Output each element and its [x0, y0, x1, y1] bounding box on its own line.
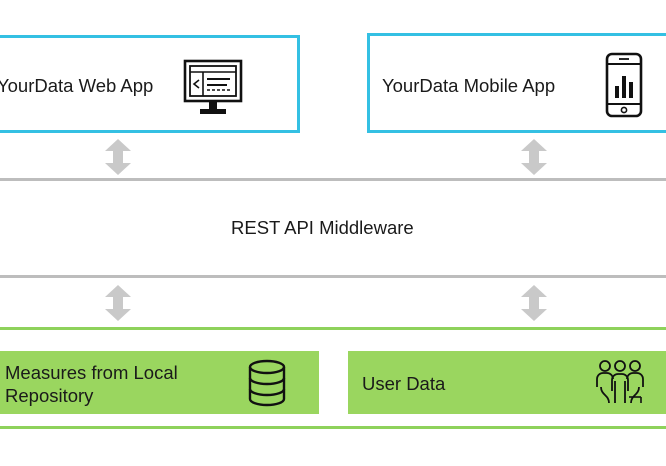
data-layer-top-line [0, 327, 666, 330]
user-data-label: User Data [362, 373, 446, 394]
mobile-app-api-arrow-icon [521, 139, 547, 175]
api-repository-arrow-icon [105, 285, 131, 321]
middleware-label: REST API Middleware [231, 217, 414, 238]
web-browser-monitor-icon [183, 59, 243, 114]
mobile-app-label: YourData Mobile App [382, 75, 556, 96]
web-app-box: YourData Web App [0, 35, 300, 133]
repository-label-line2: Repository [5, 385, 94, 406]
database-icon [248, 359, 286, 407]
repository-label-line1: Measures from Local [5, 362, 178, 383]
mobile-app-box: YourData Mobile App [367, 33, 666, 133]
users-group-icon [596, 360, 644, 404]
middleware-top-line [0, 178, 666, 181]
repository-box: Measures from Local Repository [0, 351, 319, 414]
smartphone-chart-icon [605, 52, 643, 118]
data-layer-bottom-line [0, 426, 666, 429]
web-app-label: YourData Web App [0, 75, 154, 96]
user-data-box: User Data [348, 351, 666, 414]
middleware-bottom-line [0, 275, 666, 278]
api-user-data-arrow-icon [521, 285, 547, 321]
web-app-api-arrow-icon [105, 139, 131, 175]
